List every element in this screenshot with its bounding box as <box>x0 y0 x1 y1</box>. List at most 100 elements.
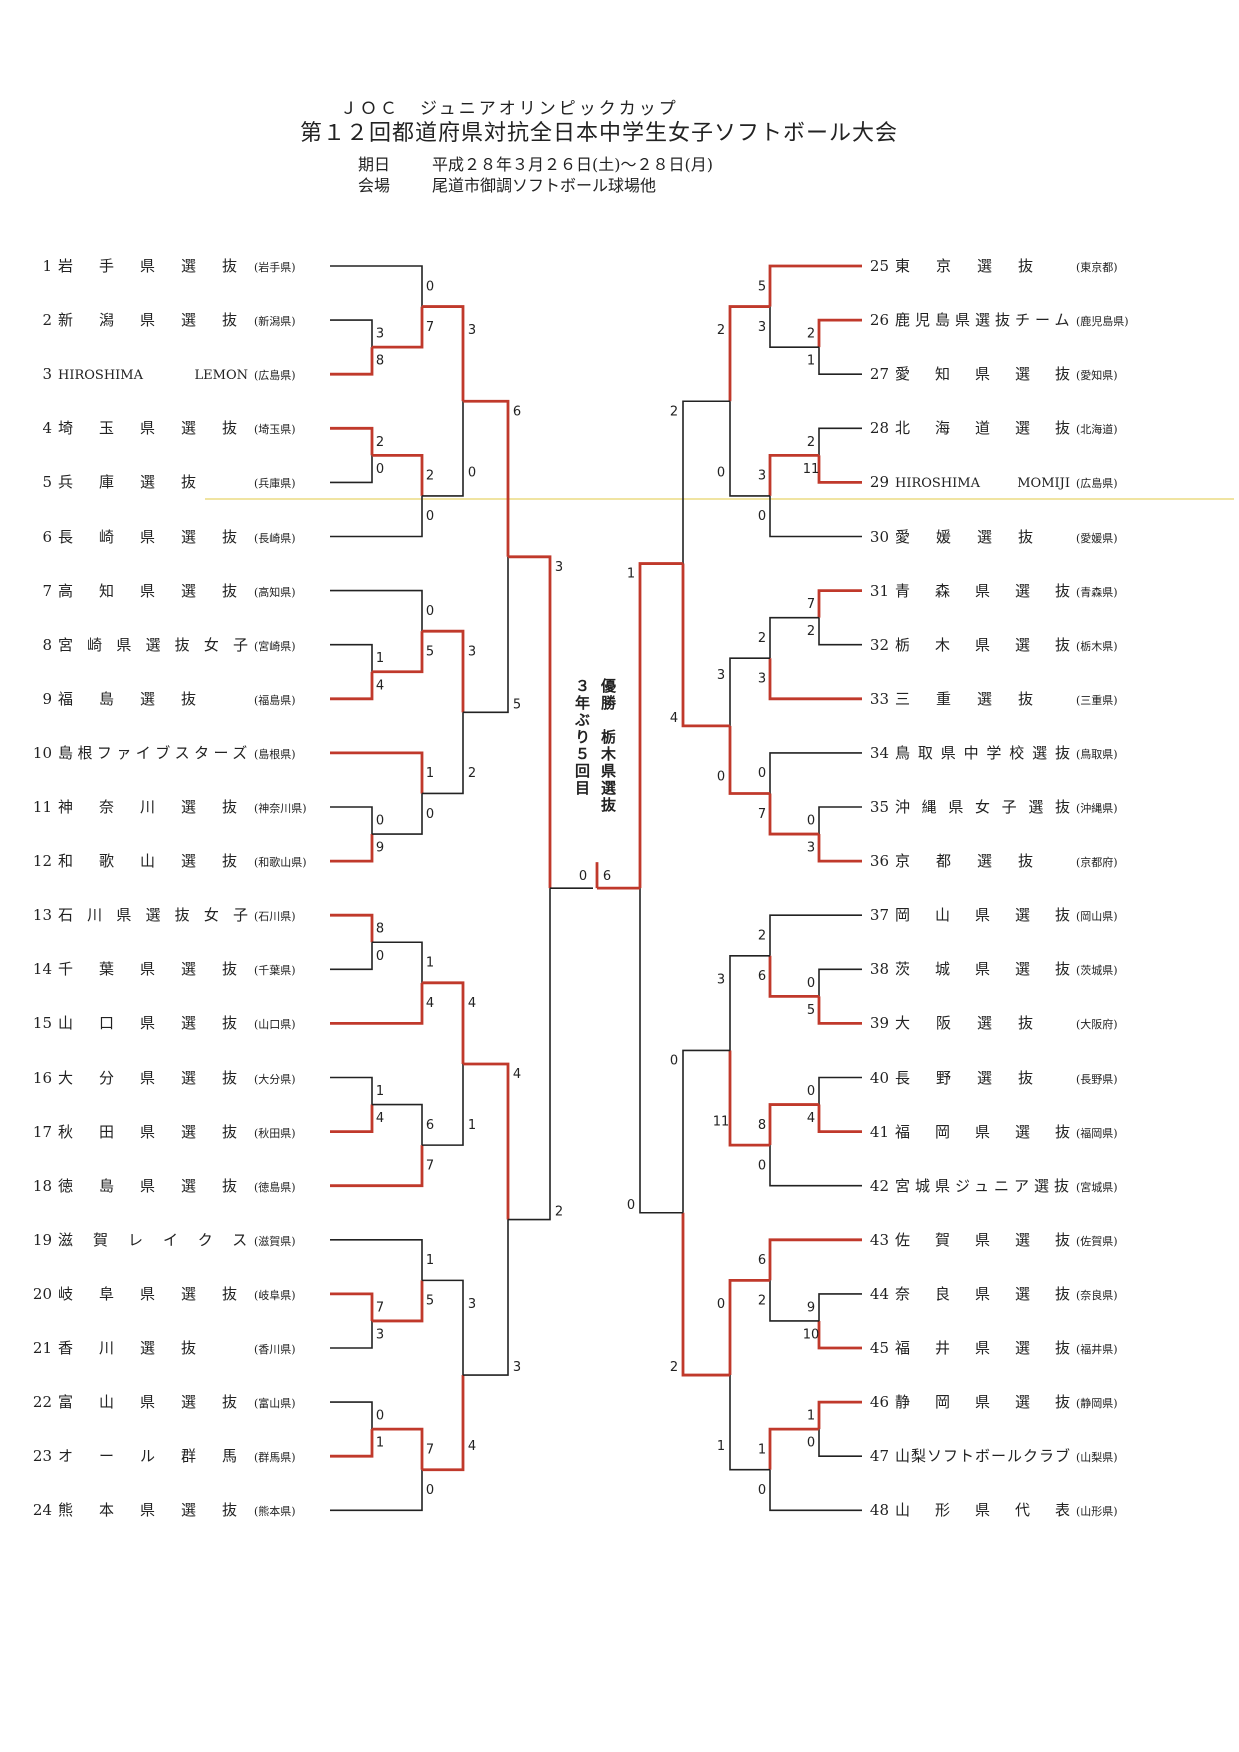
score-label: 4 <box>468 996 476 1011</box>
score-label: 0 <box>717 465 725 480</box>
r3-line <box>422 305 465 402</box>
team-prefecture: (岩手県) <box>254 261 296 274</box>
team-number: 42 <box>869 1176 889 1195</box>
team-prefecture: (群馬県) <box>254 1451 296 1465</box>
r3-line <box>422 401 464 497</box>
r2-line <box>769 495 862 538</box>
score-label: 1 <box>426 1253 434 1268</box>
team-number: 20 <box>32 1284 52 1303</box>
champion-history: ３年ぶり５回目 <box>573 678 591 798</box>
score-label: 4 <box>670 711 678 726</box>
r2-line <box>330 495 423 538</box>
score-label: 5 <box>758 279 766 294</box>
team-number: 2 <box>42 311 52 330</box>
r1-line <box>817 1400 862 1430</box>
score-label: 0 <box>807 1436 815 1451</box>
event-subtitle: ＪＯＣ ジュニアオリンピックカップ <box>340 99 679 119</box>
team-name: 佐賀県選抜 <box>895 1230 1096 1249</box>
team-prefecture: (埼玉県) <box>254 423 296 437</box>
r1-line <box>330 834 374 863</box>
team-prefecture: (和歌山県) <box>254 856 307 870</box>
r1-line <box>817 1104 862 1133</box>
score-label: 0 <box>807 976 815 991</box>
score-label: 6 <box>758 969 766 984</box>
team-number: 33 <box>869 689 889 708</box>
r4-line <box>681 563 730 728</box>
score-label: 10 <box>803 1327 820 1342</box>
r1-line <box>330 347 374 376</box>
team-prefecture: (愛媛県) <box>1076 531 1118 545</box>
score-label: 3 <box>807 841 815 856</box>
team-number: 48 <box>869 1501 889 1520</box>
score-label: 4 <box>513 1067 521 1082</box>
team-name: 山形県代表 <box>895 1501 1096 1520</box>
team-name: 長野選抜 <box>895 1068 1060 1087</box>
score-label: 1 <box>717 1439 725 1454</box>
team-name: 静岡県選抜 <box>895 1393 1096 1412</box>
score-label: 5 <box>807 1003 815 1018</box>
team-prefecture: (岐阜県) <box>254 1288 296 1302</box>
r4-line <box>682 400 730 564</box>
team-prefecture: (新潟県) <box>254 315 296 329</box>
r3-line <box>422 981 465 1064</box>
team-prefecture: (富山県) <box>254 1397 296 1411</box>
team-number: 36 <box>869 852 889 871</box>
team-name: 滋賀レイクス <box>58 1230 268 1249</box>
r3-line <box>422 1063 464 1146</box>
team-prefecture: (秋田県) <box>254 1126 296 1140</box>
team-prefecture: (鳥取県) <box>1076 747 1118 761</box>
team-number: 19 <box>32 1230 52 1249</box>
score-label: 9 <box>376 841 384 856</box>
team-name: 石川県選抜女子 <box>58 906 263 925</box>
r1-line <box>330 1076 373 1105</box>
r2-line <box>330 1469 423 1512</box>
team-name: 山口県選抜 <box>58 1014 264 1033</box>
r2-line <box>372 631 424 674</box>
team-number: 29 <box>869 473 889 492</box>
r1-line <box>330 319 373 348</box>
r4-line <box>463 556 509 714</box>
team-name: 大分県選抜 <box>58 1068 264 1087</box>
score-label: 11 <box>803 462 820 477</box>
team-prefecture: (佐賀県) <box>1076 1234 1118 1248</box>
date-label: 期日 <box>358 155 391 174</box>
score-label: 4 <box>376 678 384 693</box>
r2-line <box>372 1280 424 1323</box>
score-label: 2 <box>670 404 678 419</box>
score-label: 7 <box>758 807 766 822</box>
score-label: 4 <box>468 1439 476 1454</box>
semifinal-line <box>638 562 683 889</box>
team-name: 奈良県選抜 <box>895 1284 1096 1303</box>
r3-line <box>422 712 464 795</box>
r4-line <box>463 399 510 557</box>
team-number: 9 <box>42 689 52 708</box>
r1-line <box>330 942 373 971</box>
r1-line <box>817 834 862 863</box>
score-label: 2 <box>555 1205 563 1220</box>
r2-line <box>768 1103 819 1146</box>
score-label: 0 <box>426 1483 434 1498</box>
r1-line <box>818 968 862 997</box>
team-number: 28 <box>869 419 889 438</box>
team-number: 24 <box>32 1501 52 1520</box>
team-prefecture: (山梨県) <box>1076 1451 1118 1465</box>
score-label: 3 <box>717 972 725 987</box>
score-label: 3 <box>758 320 766 335</box>
score-label: 0 <box>426 509 434 524</box>
r2-line <box>769 914 862 956</box>
team-name: 鹿児島県選抜チーム <box>895 311 1075 330</box>
team-number: 16 <box>32 1068 52 1087</box>
team-name: 沖縄県女子選抜 <box>895 798 1082 816</box>
